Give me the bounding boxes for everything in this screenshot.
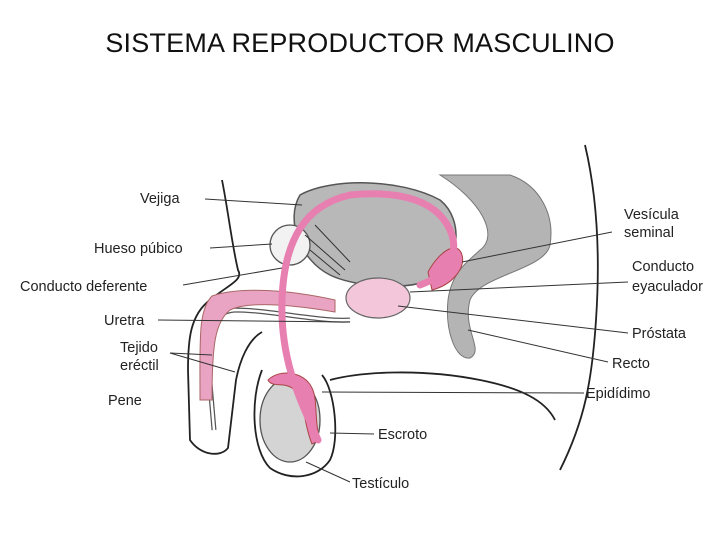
leader-tejido-a bbox=[169, 352, 213, 356]
leader-prostata bbox=[397, 305, 629, 334]
leader-hueso-pubico bbox=[209, 243, 273, 249]
rectum-shape bbox=[438, 174, 552, 359]
leader-conducto-eyac bbox=[409, 281, 629, 293]
body-outline-front-upper bbox=[209, 179, 241, 301]
epididymis-shape bbox=[267, 372, 321, 445]
erectile-tissue-shape bbox=[199, 289, 336, 401]
leader-vesicula bbox=[461, 231, 613, 263]
label-vesicula-2: seminal bbox=[624, 225, 674, 241]
label-uretra: Uretra bbox=[104, 313, 145, 329]
prostate-shape bbox=[345, 277, 411, 319]
vas-deferens-shape bbox=[278, 190, 458, 444]
label-vesicula-1: Vesícula bbox=[624, 207, 680, 223]
label-hueso-pubico: Hueso púbico bbox=[94, 241, 183, 257]
page-title: SISTEMA REPRODUCTOR MASCULINO bbox=[105, 28, 615, 58]
body-outline-perineum bbox=[329, 371, 556, 421]
leader-lines bbox=[157, 198, 629, 483]
leader-vejiga bbox=[204, 198, 303, 206]
label-recto: Recto bbox=[612, 356, 650, 372]
leader-epididimo bbox=[321, 391, 585, 394]
label-escroto: Escroto bbox=[378, 427, 427, 443]
leader-uretra bbox=[157, 319, 351, 323]
leader-recto bbox=[467, 329, 609, 363]
label-prostata: Próstata bbox=[632, 326, 687, 342]
leader-conducto-deferente bbox=[182, 267, 283, 286]
label-vejiga: Vejiga bbox=[140, 191, 180, 207]
leader-escroto bbox=[329, 432, 375, 435]
label-tejido-2: eréctil bbox=[120, 358, 159, 374]
label-epididimo: Epidídimo bbox=[586, 386, 650, 402]
leader-testiculo bbox=[305, 461, 351, 483]
pubic-bone-hatch bbox=[304, 224, 351, 276]
label-conducto-deferente: Conducto deferente bbox=[20, 279, 147, 295]
leader-tejido-b bbox=[169, 352, 236, 373]
penis-outline bbox=[187, 299, 263, 455]
label-pene: Pene bbox=[108, 393, 142, 409]
label-conducto-eyac-1: Conducto bbox=[632, 259, 694, 275]
scrotum-outline bbox=[253, 369, 337, 478]
body-outline-back bbox=[559, 144, 599, 471]
label-tejido-1: Tejido bbox=[120, 340, 158, 356]
label-testiculo: Testículo bbox=[352, 476, 409, 492]
label-conducto-eyac-2: eyaculador bbox=[632, 279, 703, 295]
